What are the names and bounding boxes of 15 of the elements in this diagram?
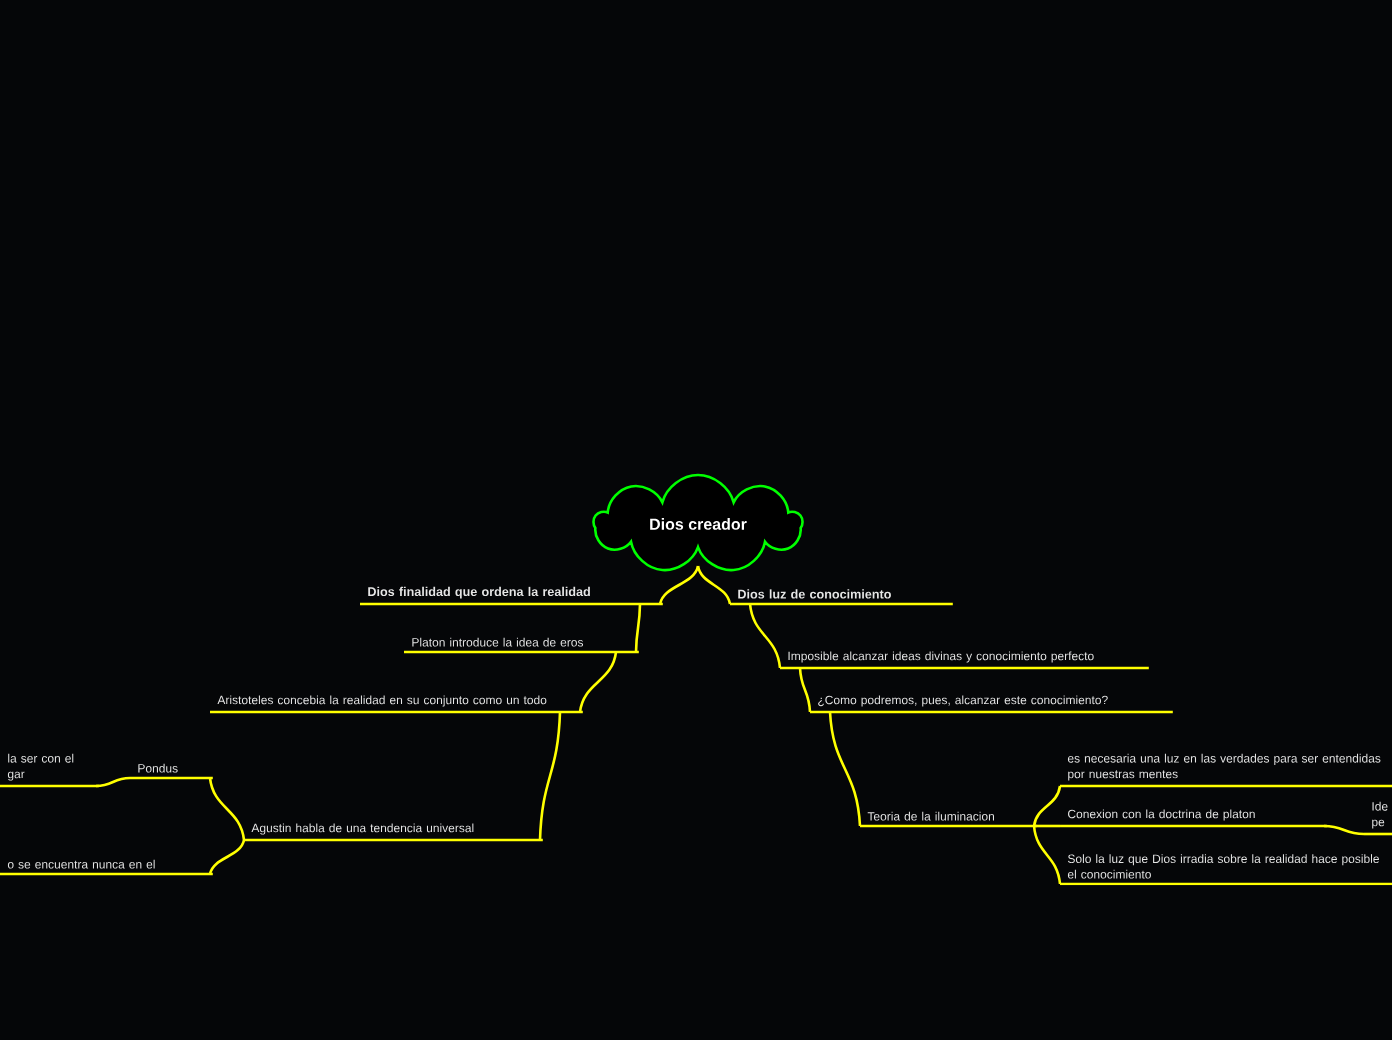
connector (95, 776, 131, 788)
connector (1032, 825, 1062, 885)
connector (634, 603, 642, 653)
connector (208, 777, 246, 841)
connector (658, 565, 700, 605)
connector (798, 667, 812, 713)
connector (538, 711, 562, 841)
connector (748, 603, 782, 669)
connector (208, 839, 246, 875)
connector (828, 711, 862, 827)
connector (1032, 785, 1062, 827)
connector (578, 651, 618, 713)
connector (1034, 824, 1060, 828)
connector (696, 565, 732, 605)
connector (1323, 824, 1365, 836)
